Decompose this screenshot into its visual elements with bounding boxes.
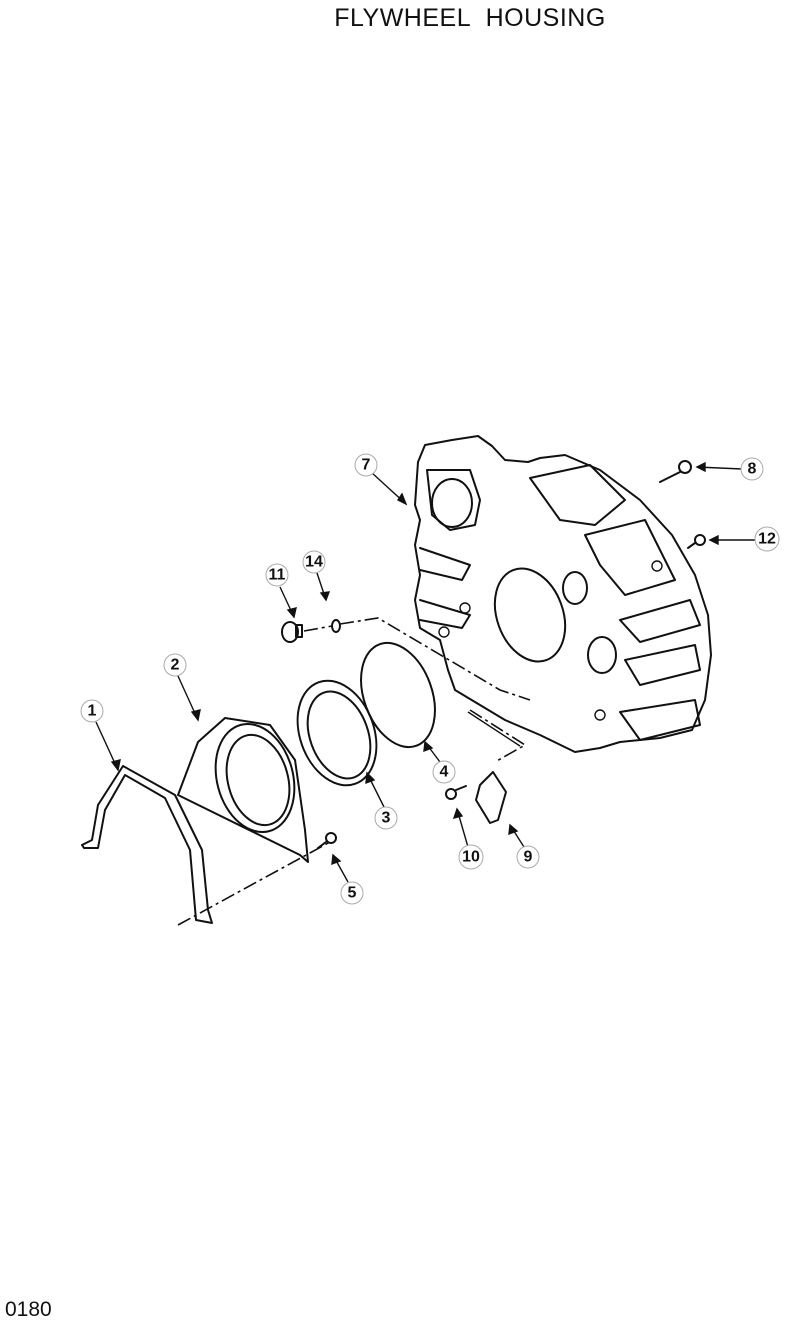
svg-text:9: 9 bbox=[524, 849, 533, 866]
leader-lines bbox=[95, 461, 756, 883]
callout-11: 11 bbox=[265, 563, 289, 587]
svg-text:5: 5 bbox=[348, 885, 357, 902]
callout-3: 3 bbox=[374, 806, 398, 830]
plug-drawing bbox=[281, 621, 303, 643]
svg-text:8: 8 bbox=[748, 461, 757, 478]
flywheel-housing-drawing bbox=[414, 435, 712, 753]
svg-text:12: 12 bbox=[758, 531, 776, 548]
svg-text:1: 1 bbox=[88, 703, 97, 720]
callout-4: 4 bbox=[432, 760, 456, 784]
callout-8: 8 bbox=[740, 457, 764, 481]
callout-1: 1 bbox=[80, 699, 104, 723]
seal-housing-drawing bbox=[177, 717, 309, 863]
svg-text:11: 11 bbox=[269, 567, 286, 584]
svg-text:10: 10 bbox=[462, 849, 480, 866]
cover-plate-drawing bbox=[475, 771, 507, 824]
svg-text:14: 14 bbox=[305, 554, 323, 571]
callout-7: 7 bbox=[354, 453, 378, 477]
callout-5: 5 bbox=[340, 881, 364, 905]
bolt-8-drawing bbox=[659, 460, 692, 483]
oil-seal-drawing bbox=[296, 679, 378, 787]
page-title: FLYWHEEL HOUSING bbox=[334, 4, 606, 32]
svg-text:3: 3 bbox=[382, 810, 391, 827]
svg-text:4: 4 bbox=[440, 764, 449, 781]
bolt-5-drawing bbox=[317, 832, 337, 849]
svg-text:2: 2 bbox=[171, 657, 180, 674]
callout-14: 14 bbox=[302, 550, 326, 574]
callout-2: 2 bbox=[163, 653, 187, 677]
bracket-drawing bbox=[81, 765, 213, 924]
svg-text:7: 7 bbox=[362, 457, 371, 474]
small-o-ring-drawing bbox=[331, 619, 341, 633]
bolt-12-drawing bbox=[687, 534, 706, 549]
callout-12: 12 bbox=[754, 526, 780, 552]
callout-9: 9 bbox=[516, 845, 540, 869]
o-ring-drawing bbox=[360, 641, 436, 749]
callout-10: 10 bbox=[458, 844, 484, 870]
page-number: 0180 bbox=[5, 1298, 52, 1321]
bolt-10-drawing bbox=[445, 785, 467, 800]
